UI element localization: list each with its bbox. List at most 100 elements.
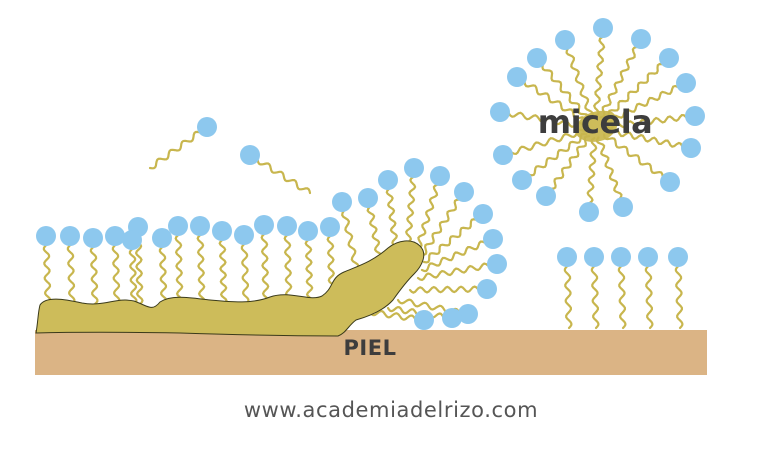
surfactant-head — [660, 172, 680, 192]
surfactant-tail — [565, 47, 594, 119]
surfactant-head — [358, 188, 378, 208]
surfactant-tail — [420, 240, 486, 273]
surfactant-head — [493, 145, 513, 165]
surfactant-tail — [128, 247, 138, 306]
surfactant-head — [487, 254, 507, 274]
surfactant-head — [254, 215, 274, 235]
surfactant-head — [168, 216, 188, 236]
surfactant-head — [512, 170, 532, 190]
surfactant-head — [234, 225, 254, 245]
surfactant-tail — [605, 128, 684, 148]
surfactant-tail — [550, 135, 591, 190]
surfactant-tail — [174, 233, 184, 306]
surfactant-tail — [617, 264, 627, 330]
surfactant-tail — [256, 158, 312, 195]
surfactant-head — [593, 18, 613, 38]
surfactant-tail — [89, 245, 99, 306]
surfactant-tail — [420, 198, 461, 257]
surfactant-tail — [590, 264, 600, 330]
surfactant-head — [122, 230, 142, 250]
surfactant-head — [36, 226, 56, 246]
surfactant-tail — [42, 243, 52, 306]
surfactant-tail — [523, 80, 587, 123]
surfactant-tail — [240, 242, 250, 306]
surfactant-head — [613, 197, 633, 217]
surfactant-head — [197, 117, 217, 137]
surfactant-tail — [604, 84, 679, 125]
surfactant-head — [668, 247, 688, 267]
surfactant-head — [442, 308, 462, 328]
surfactant-head — [83, 228, 103, 248]
surfactant-head — [458, 304, 478, 324]
surfactant-tail — [408, 285, 480, 294]
surfactant-tail — [592, 35, 606, 118]
surfactant-tail — [385, 187, 400, 254]
surfactant-head — [298, 221, 318, 241]
surfactant-tail — [602, 62, 664, 121]
surfactant-head — [105, 226, 125, 246]
surfactant-head — [320, 217, 340, 237]
surfactant-head — [659, 48, 679, 68]
surfactant-head — [557, 247, 577, 267]
surfactant-head — [483, 229, 503, 249]
surfactant-tail — [528, 132, 588, 177]
surfactant-tail — [595, 136, 623, 200]
skin-label: PIEL — [343, 336, 397, 360]
surfactant-tail — [602, 133, 664, 178]
surfactant-tail — [563, 264, 573, 330]
surfactant-head — [332, 192, 352, 212]
surfactant-tail — [283, 233, 293, 306]
surfactant-tail — [605, 113, 688, 130]
surfactant-head — [681, 138, 701, 158]
surfactant-tail — [586, 137, 598, 205]
surfactant-tail — [196, 233, 206, 306]
surfactant-tails — [42, 35, 688, 330]
surfactant-head — [60, 226, 80, 246]
surfactant-head — [404, 158, 424, 178]
surfactant-head — [277, 216, 297, 236]
surfactant-head — [555, 30, 575, 50]
surfactant-head — [579, 202, 599, 222]
surfactant-head — [378, 170, 398, 190]
surfactant-head — [477, 279, 497, 299]
surfactant-head — [584, 247, 604, 267]
surfactant-tail — [416, 183, 439, 250]
surfactant-head — [638, 247, 658, 267]
surfactant-tail — [134, 234, 144, 306]
surfactant-tail — [674, 264, 684, 330]
surfactant-tail — [404, 175, 417, 244]
surfactant-head — [473, 204, 493, 224]
skin-layer — [35, 330, 707, 375]
surfactant-head — [490, 102, 510, 122]
surfactant-tail — [507, 111, 585, 128]
surfactant-tail — [148, 130, 201, 170]
surfactant-head — [685, 106, 705, 126]
surfactant-tail — [304, 238, 314, 306]
surfactant-head — [240, 145, 260, 165]
surfactant-head — [152, 228, 172, 248]
dirt-blob — [35, 240, 425, 337]
surfactant-heads — [36, 18, 705, 330]
surfactant-head — [454, 182, 474, 202]
surfactant-tail — [158, 245, 168, 306]
surfactant-tail — [416, 262, 490, 282]
surfactant-head — [631, 29, 651, 49]
surfactant-tail — [111, 243, 121, 306]
surfactant-head — [611, 247, 631, 267]
surfactant-tail — [422, 218, 478, 264]
surfactant-head — [676, 73, 696, 93]
surfactant-head — [507, 67, 527, 87]
surfactant-head — [527, 48, 547, 68]
surfactant-head — [190, 216, 210, 236]
micelle-label: micela — [537, 103, 653, 141]
surfactant-tail — [368, 309, 417, 321]
surfactant-tail — [260, 232, 270, 306]
surfactant-tail — [218, 238, 228, 306]
surfactant-head — [212, 221, 232, 241]
surfactant-tail — [599, 45, 638, 119]
surfactant-tail — [510, 128, 586, 156]
surfactant-head — [414, 310, 434, 330]
surfactant-head — [430, 166, 450, 186]
